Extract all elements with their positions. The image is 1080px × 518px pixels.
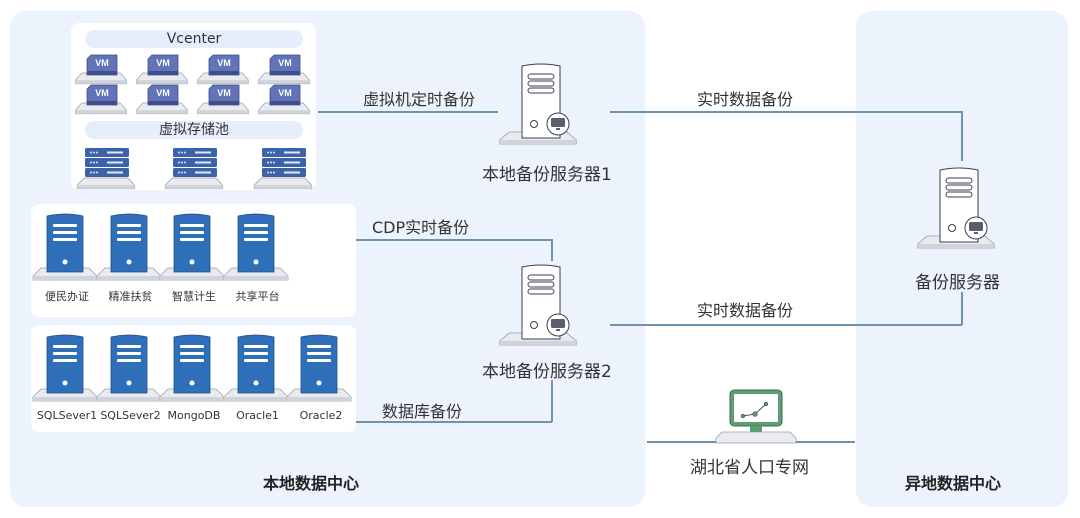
app-server[interactable]: 便民办证 bbox=[35, 212, 99, 304]
storage-icon[interactable] bbox=[171, 148, 221, 190]
vcenter-title: Vcenter bbox=[85, 30, 303, 48]
database-server[interactable]: SQLSever1 bbox=[35, 333, 99, 425]
cdp-line bbox=[356, 239, 552, 241]
server-icon bbox=[226, 212, 290, 282]
vm-label: VM bbox=[95, 58, 109, 68]
app-server[interactable]: 共享平台 bbox=[226, 212, 290, 304]
cdp-backup-label: CDP实时备份 bbox=[372, 218, 470, 237]
app-server[interactable]: 精准扶贫 bbox=[99, 212, 163, 304]
database-label: SQLSever2 bbox=[100, 409, 161, 422]
vm-icon[interactable]: VM bbox=[199, 55, 257, 87]
storage-icon[interactable] bbox=[83, 148, 133, 190]
network-label: 湖北省人口专网 bbox=[690, 458, 809, 478]
realtime-line-1 bbox=[610, 111, 962, 113]
backup-server-1[interactable] bbox=[508, 62, 578, 146]
backup-server-2-label: 本地备份服务器2 bbox=[482, 362, 612, 382]
local-datacenter-title: 本地数据中心 bbox=[263, 474, 360, 493]
database-server[interactable]: Oracle1 bbox=[226, 333, 290, 425]
vm-label: VM bbox=[217, 88, 231, 98]
server-icon bbox=[162, 333, 226, 403]
database-server[interactable]: MongoDB bbox=[162, 333, 226, 425]
app-label: 共享平台 bbox=[235, 290, 280, 303]
server-icon bbox=[226, 333, 290, 403]
server-icon bbox=[35, 212, 99, 282]
realtime-line-1-vertical bbox=[961, 111, 963, 161]
cdp-line-vertical bbox=[551, 239, 553, 261]
realtime-label-1: 实时数据备份 bbox=[697, 90, 794, 109]
vm-label: VM bbox=[278, 88, 292, 98]
vm-backup-label: 虚拟机定时备份 bbox=[363, 90, 476, 109]
vm-icon[interactable]: VM bbox=[77, 85, 135, 117]
backup-server-1-label: 本地备份服务器1 bbox=[482, 165, 612, 185]
storage-pool-title: 虚拟存储池 bbox=[85, 121, 303, 139]
vm-icon[interactable]: VM bbox=[260, 55, 318, 87]
monitor-chart-icon bbox=[715, 389, 797, 444]
storage-icon[interactable] bbox=[260, 148, 310, 190]
app-server[interactable]: 智慧计生 bbox=[162, 212, 226, 304]
server-icon bbox=[35, 333, 99, 403]
database-label: Oracle1 bbox=[236, 409, 279, 422]
vm-label: VM bbox=[95, 88, 109, 98]
database-label: Oracle2 bbox=[299, 409, 343, 422]
realtime-line-2 bbox=[610, 324, 962, 326]
vm-icon[interactable]: VM bbox=[77, 55, 135, 87]
vm-icon[interactable]: VM bbox=[138, 85, 196, 117]
vm-icon[interactable]: VM bbox=[260, 85, 318, 117]
vm-label: VM bbox=[217, 58, 231, 68]
server-icon bbox=[508, 62, 578, 146]
vm-label: VM bbox=[156, 58, 170, 68]
realtime-label-2: 实时数据备份 bbox=[697, 301, 794, 320]
server-icon bbox=[99, 333, 163, 403]
vm-icon[interactable]: VM bbox=[199, 85, 257, 117]
apps-card: 便民办证 精准扶贫 智慧计生 共享平台 bbox=[31, 204, 356, 317]
vm-backup-line bbox=[318, 111, 498, 113]
database-server[interactable]: SQLSever2 bbox=[99, 333, 163, 425]
vm-icon[interactable]: VM bbox=[138, 55, 196, 87]
db-line bbox=[356, 421, 552, 423]
vcenter-card: Vcenter VM VM VM VM VM VM VM VM 虚拟存储池 bbox=[71, 23, 316, 190]
remote-datacenter-title: 异地数据中心 bbox=[905, 474, 1002, 493]
app-label: 精准扶贫 bbox=[108, 290, 153, 303]
vm-label: VM bbox=[278, 58, 292, 68]
server-icon bbox=[926, 166, 996, 250]
database-server[interactable]: Oracle2 bbox=[289, 333, 353, 425]
vm-label: VM bbox=[156, 88, 170, 98]
realtime-line-2-vertical bbox=[961, 292, 963, 325]
app-label: 便民办证 bbox=[45, 290, 89, 303]
remote-datacenter-panel bbox=[856, 11, 1068, 507]
app-label: 智慧计生 bbox=[172, 290, 216, 303]
db-line-vertical bbox=[551, 380, 553, 422]
server-icon bbox=[289, 333, 353, 403]
database-label: MongoDB bbox=[167, 409, 221, 422]
remote-backup-server[interactable] bbox=[926, 166, 996, 250]
backup-server-2[interactable] bbox=[508, 263, 578, 347]
database-label: SQLSever1 bbox=[36, 409, 98, 422]
server-icon bbox=[162, 212, 226, 282]
server-icon bbox=[508, 263, 578, 347]
db-backup-label: 数据库备份 bbox=[382, 402, 463, 421]
network-monitor[interactable] bbox=[715, 388, 797, 444]
remote-backup-server-label: 备份服务器 bbox=[915, 273, 1000, 293]
server-icon bbox=[99, 212, 163, 282]
